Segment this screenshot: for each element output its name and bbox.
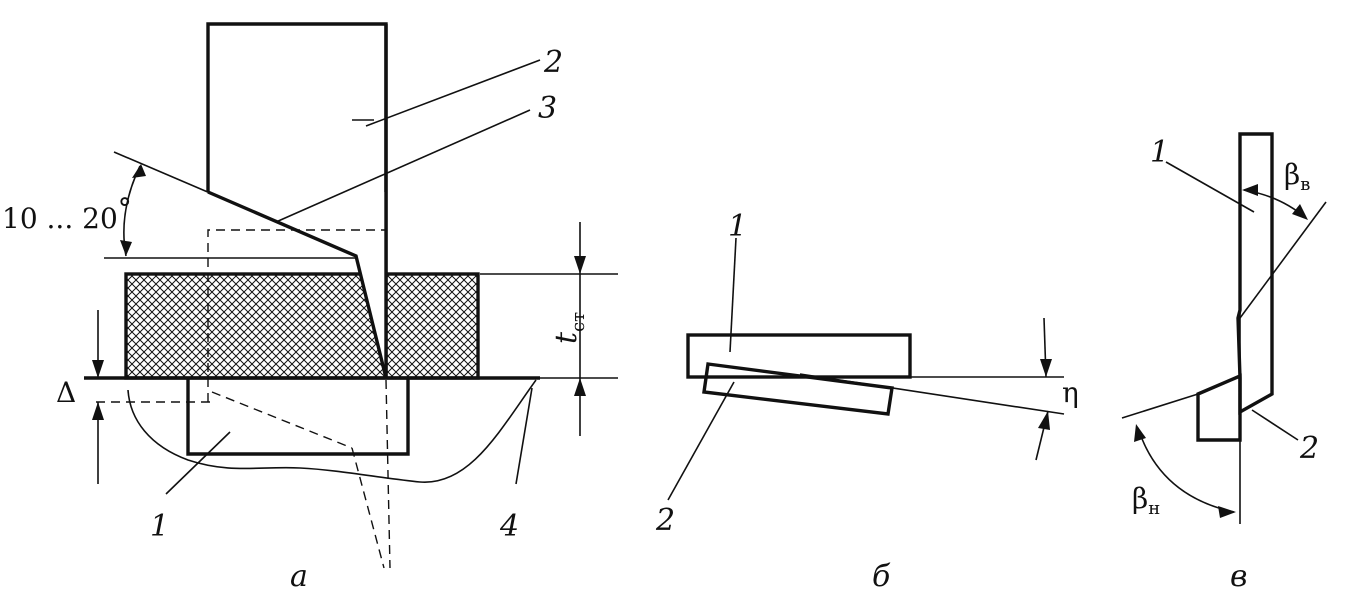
blade-b-2 <box>702 362 894 416</box>
eta-arrow-top <box>1040 359 1052 377</box>
part-number-3: 3 <box>538 91 557 126</box>
beta-v-sub: в <box>1300 174 1310 195</box>
dashed-diagonal-2 <box>351 447 385 569</box>
leader-3 <box>275 109 531 223</box>
panel-a: 2 3 1 4 10 ... 20° Δ t ст а <box>2 22 618 593</box>
t-main: t <box>549 331 584 344</box>
blade-b-1 <box>686 333 912 379</box>
angle-range-value: 10 ... 20 <box>2 202 118 235</box>
beta-n-main: β <box>1132 482 1148 515</box>
blade-dashed-outline <box>207 229 386 402</box>
leader-2 <box>365 59 541 127</box>
eta-arrow-bottom <box>1038 411 1050 430</box>
beta-n-arc <box>1137 427 1235 513</box>
blade-v-1 <box>1236 132 1274 415</box>
blade-cutting-profile <box>207 190 388 379</box>
t-sub: ст <box>568 312 589 332</box>
beta-v-label: βв <box>1284 158 1310 195</box>
eta-tilted <box>799 373 1065 415</box>
panel-v-label: в <box>1230 559 1247 593</box>
beta-v-arrow-left <box>1242 184 1258 196</box>
beta-n-line <box>1121 393 1199 419</box>
delta-label: Δ <box>56 376 76 409</box>
leader-1 <box>165 431 231 495</box>
part-v-number-2: 2 <box>1299 431 1319 466</box>
t-dimension-label: t ст <box>549 312 589 344</box>
leader-v-1 <box>1165 161 1255 213</box>
leader-b-2 <box>667 381 735 501</box>
panel-b: 1 2 η б <box>655 209 1079 593</box>
delta-arrow-bottom <box>92 402 104 420</box>
panel-b-label: б <box>872 559 891 593</box>
part-b-number-2: 2 <box>655 503 675 538</box>
panel-a-label: а <box>290 559 308 593</box>
t-arrow-bottom <box>574 378 586 396</box>
leader-4 <box>515 387 533 485</box>
blade-v-2 <box>1196 373 1242 442</box>
beta-v-main: β <box>1284 158 1300 191</box>
beta-n-arrow-top <box>1134 424 1146 442</box>
beta-n-arrow-bottom <box>1218 506 1236 518</box>
delta-arrow-top <box>92 360 104 378</box>
panel-v: 1 2 βв βн в <box>1121 132 1327 593</box>
beta-n-label: βн <box>1132 482 1160 519</box>
part-number-2: 2 <box>543 45 563 80</box>
angle-arrow-top <box>132 164 146 178</box>
angle-unit: ° <box>118 192 132 225</box>
beta-v-arrow-right <box>1292 204 1308 220</box>
sheet-material <box>124 272 480 380</box>
beta-n-sub: н <box>1148 498 1160 519</box>
beta-v-line <box>1239 201 1327 319</box>
t-arrow-top <box>574 256 586 274</box>
dashed-vertical <box>385 379 391 569</box>
part-number-1: 1 <box>150 509 169 544</box>
angle-arrow-bottom <box>120 240 132 256</box>
leader-b-1 <box>729 237 737 353</box>
part-b-number-1: 1 <box>728 209 747 244</box>
eta-label: η <box>1062 376 1079 409</box>
part-v-number-1: 1 <box>1150 135 1169 170</box>
part-number-4: 4 <box>499 509 519 544</box>
dashed-diagonal-1 <box>211 391 353 449</box>
lower-blade <box>186 378 410 456</box>
blade-edge-fill <box>208 192 386 378</box>
break-line <box>127 379 537 483</box>
rake-line <box>113 151 211 194</box>
angle-range-label: 10 ... 20° <box>2 192 132 235</box>
leader-v-2 <box>1251 409 1299 441</box>
